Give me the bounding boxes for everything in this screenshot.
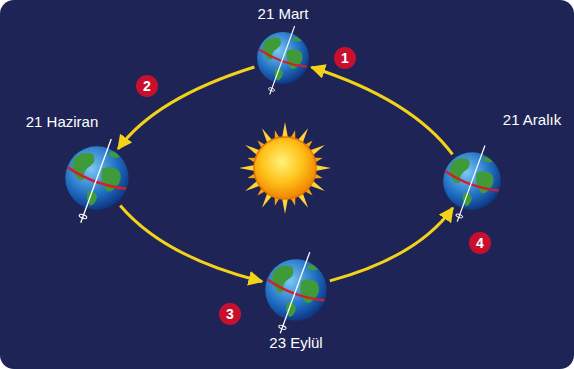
callout-circle: 3 <box>219 303 241 325</box>
sun-core <box>254 137 316 199</box>
orbit-arrow <box>330 208 453 281</box>
date-label: 21 Haziran <box>26 113 99 131</box>
earth-globe <box>264 258 328 322</box>
callout-circle: 2 <box>136 75 158 97</box>
sun-rays <box>239 122 331 214</box>
callout-number: 1 <box>341 50 349 66</box>
callout-circle: 4 <box>469 232 491 254</box>
callout-number: 2 <box>143 78 151 94</box>
callout-number: 4 <box>476 235 484 251</box>
date-label: 21 Aralık <box>503 111 561 129</box>
orbit-arrow <box>120 206 262 282</box>
orbit-arrow <box>312 67 453 154</box>
callout-number: 3 <box>226 306 234 322</box>
date-label: 21 Mart <box>258 5 309 23</box>
earth-globe <box>442 151 502 211</box>
date-label: 23 Eylül <box>269 334 322 352</box>
earth-globe <box>64 145 130 211</box>
earth-position: 21 Aralık <box>442 151 502 211</box>
orbit-arrow <box>118 67 254 149</box>
earth-globe <box>256 31 310 85</box>
earth-position: 23 Eylül <box>264 258 328 322</box>
earth-position: 21 Haziran <box>64 145 130 211</box>
earth-position: 21 Mart <box>256 31 310 85</box>
callout-circle: 1 <box>334 47 356 69</box>
